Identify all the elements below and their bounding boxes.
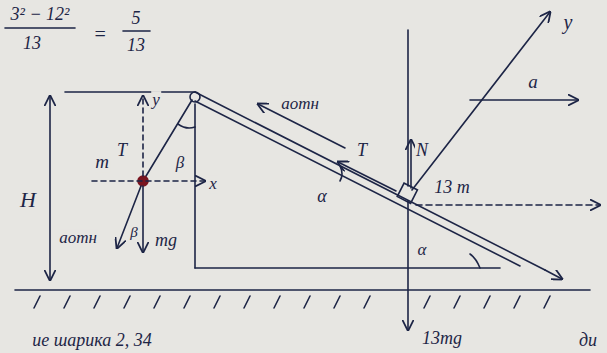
label: y bbox=[563, 12, 574, 33]
gravity-arrow bbox=[142, 186, 144, 252]
incline bbox=[195, 92, 545, 270]
wedge-base bbox=[195, 267, 500, 269]
label: 13 bbox=[22, 34, 42, 53]
label: N bbox=[415, 141, 429, 160]
label: T bbox=[116, 141, 128, 160]
gravity-arrow bbox=[407, 201, 409, 330]
label: T bbox=[356, 141, 368, 160]
label: ди bbox=[578, 331, 598, 350]
angle-arc bbox=[470, 254, 480, 268]
label: 13 bbox=[126, 36, 146, 55]
label: α bbox=[417, 241, 428, 259]
ground bbox=[15, 289, 590, 291]
height-dimension bbox=[49, 96, 51, 280]
fraction-bar bbox=[5, 27, 75, 29]
tension-arrow bbox=[338, 162, 396, 191]
y-axis bbox=[412, 12, 550, 190]
acceleration-arrow bbox=[470, 99, 578, 101]
angle-arc bbox=[340, 166, 342, 181]
label: α bbox=[316, 187, 327, 206]
incline bbox=[195, 101, 520, 266]
label: H bbox=[19, 188, 37, 211]
string bbox=[143, 100, 192, 181]
top-edge bbox=[65, 91, 195, 93]
label: a bbox=[527, 72, 539, 92]
label: aотн bbox=[58, 229, 98, 247]
fraction-bar bbox=[123, 30, 150, 32]
vertical-line bbox=[407, 30, 409, 186]
label: 13 m bbox=[433, 178, 471, 197]
angle-arc bbox=[178, 124, 195, 128]
acceleration-arrow bbox=[117, 186, 141, 248]
ground-hatch bbox=[34, 296, 550, 308]
label: mg bbox=[154, 231, 178, 250]
label: 3² − 12² bbox=[10, 5, 71, 24]
wedge-side bbox=[194, 104, 196, 268]
label: = bbox=[92, 24, 108, 45]
horizontal-axis bbox=[416, 204, 600, 206]
normal-arrow bbox=[410, 140, 412, 188]
label: x bbox=[208, 175, 218, 193]
label: β bbox=[175, 154, 185, 172]
label: ие шарика 2, 34 bbox=[31, 331, 153, 350]
label: 13mg bbox=[421, 329, 463, 348]
label: y bbox=[151, 91, 161, 109]
label: aотн bbox=[280, 95, 320, 113]
label: m bbox=[94, 152, 110, 172]
y-axis bbox=[142, 96, 144, 176]
label: 5 bbox=[131, 9, 142, 28]
x-axis bbox=[92, 180, 205, 182]
x-axis-arrow bbox=[545, 270, 562, 279]
label: β bbox=[129, 225, 138, 241]
